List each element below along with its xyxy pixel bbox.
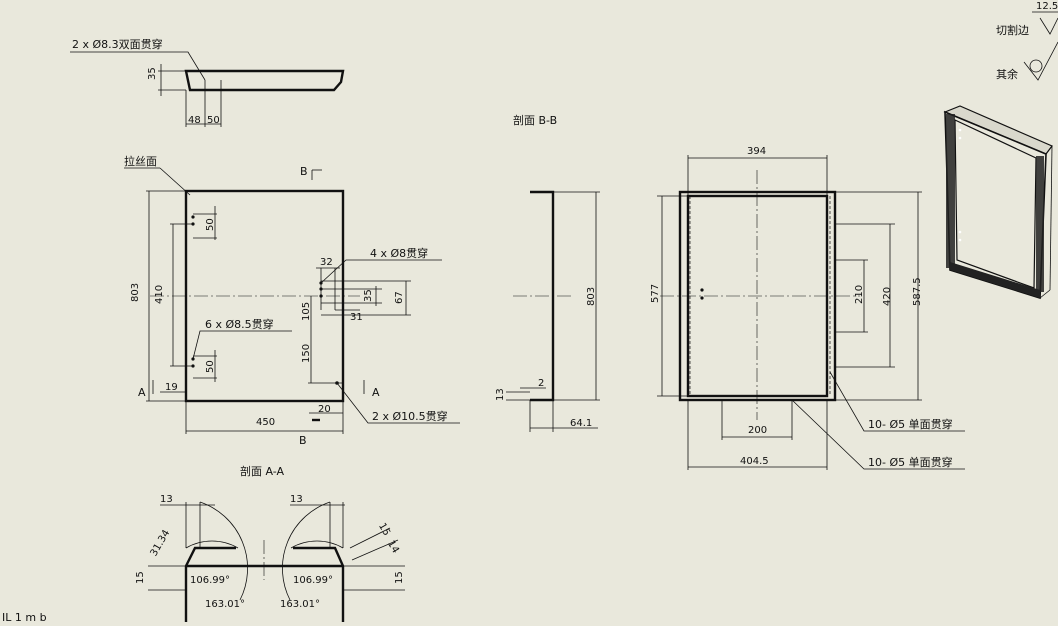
section-a-marker-left: A (138, 386, 146, 399)
back-dim-420: 420 (882, 287, 893, 306)
section-aa-dim-r14: 14 (385, 539, 401, 556)
cut-edge-label: 切割边 (996, 23, 1029, 37)
front-dim-803: 803 (130, 283, 141, 302)
section-b-marker-bottom: B (299, 434, 307, 447)
back-view-outer (678, 190, 837, 402)
section-aa-angle-r2: 163.01° (280, 599, 320, 610)
section-aa-title: 剖面 A-A (240, 464, 285, 478)
rest-label: 其余 (996, 67, 1018, 81)
section-aa-dim-r15a: 15 (376, 521, 392, 538)
section-a-marker-right: A (372, 386, 380, 399)
back-dim-4045: 404.5 (740, 456, 769, 467)
front-dim-50-top: 50 (205, 218, 216, 231)
hole8-note: 4 x Ø8贯穿 (370, 246, 428, 260)
front-dim-410: 410 (154, 285, 165, 304)
front-dim-50-bottom: 50 (205, 360, 216, 373)
section-aa-angle-l1: 106.99° (190, 575, 230, 586)
back-dim-394: 394 (747, 146, 766, 157)
front-dim-20: 20 (318, 404, 331, 415)
bottom-left-fragment: IL 1 m b (2, 611, 47, 622)
section-aa-angle-r1: 106.99° (293, 575, 333, 586)
roughness-value: 12.5 (1036, 1, 1058, 12)
brush-face-label: 拉丝面 (124, 154, 157, 168)
front-view: 拉丝面 B B A A 803 450 410 50 (124, 154, 460, 447)
section-aa-angle-l2: 163.01° (205, 599, 245, 610)
back-view: 394 577 587.5 420 210 200 404.5 10- Ø5 单… (650, 146, 965, 470)
front-dim-105: 105 (301, 302, 312, 321)
back-dim-5875: 587.5 (912, 277, 923, 306)
front-dim-31: 31 (350, 312, 363, 323)
hole85-note: 6 x Ø8.5贯穿 (205, 317, 274, 331)
front-dim-67: 67 (394, 291, 405, 304)
section-aa-dim-l15: 15 (135, 571, 146, 584)
back-dim-210: 210 (854, 285, 865, 304)
front-dim-32: 32 (320, 257, 333, 268)
back-note-1: 10- Ø5 单面贯穿 (868, 417, 953, 431)
hole105-note: 2 x Ø10.5贯穿 (372, 409, 448, 423)
section-bb-dim-2: 2 (538, 378, 544, 389)
front-dim-450: 450 (256, 417, 275, 428)
top-dim-height: 35 (147, 67, 158, 80)
section-aa-dim-l13: 13 (160, 494, 173, 505)
top-dim-50: 50 (207, 115, 220, 126)
front-dim-19: 19 (165, 382, 178, 393)
section-b-marker: B (300, 165, 308, 178)
section-bb-dim-803: 803 (586, 287, 597, 306)
back-note-2: 10- Ø5 单面贯穿 (868, 455, 953, 469)
front-dim-150: 150 (301, 344, 312, 363)
section-bb: 剖面 B-B 803 64.1 13 2 (495, 113, 600, 432)
section-bb-dim-13: 13 (495, 388, 506, 401)
top-view-outline (184, 69, 345, 92)
back-dim-200: 200 (748, 425, 767, 436)
section-aa-dim-3134: 31.34 (149, 528, 173, 558)
top-view: 2 x Ø8.3双面贯穿 35 48 50 (70, 37, 345, 127)
top-dim-48: 48 (188, 115, 201, 126)
surface-symbols: 12.5 切割边 其余 (996, 1, 1058, 81)
section-aa-dim-r15b: 15 (394, 571, 405, 584)
section-bb-dim-641: 64.1 (570, 418, 592, 429)
section-bb-title: 剖面 B-B (513, 113, 557, 127)
top-hole-note: 2 x Ø8.3双面贯穿 (72, 37, 163, 51)
section-aa-dim-r13: 13 (290, 494, 303, 505)
isometric-view (943, 105, 1053, 300)
section-aa: 剖面 A-A 13 31.34 15 106.99° 163.01° 13 15… (135, 464, 405, 622)
front-dim-35: 35 (363, 289, 374, 302)
back-dim-577: 577 (650, 284, 661, 303)
